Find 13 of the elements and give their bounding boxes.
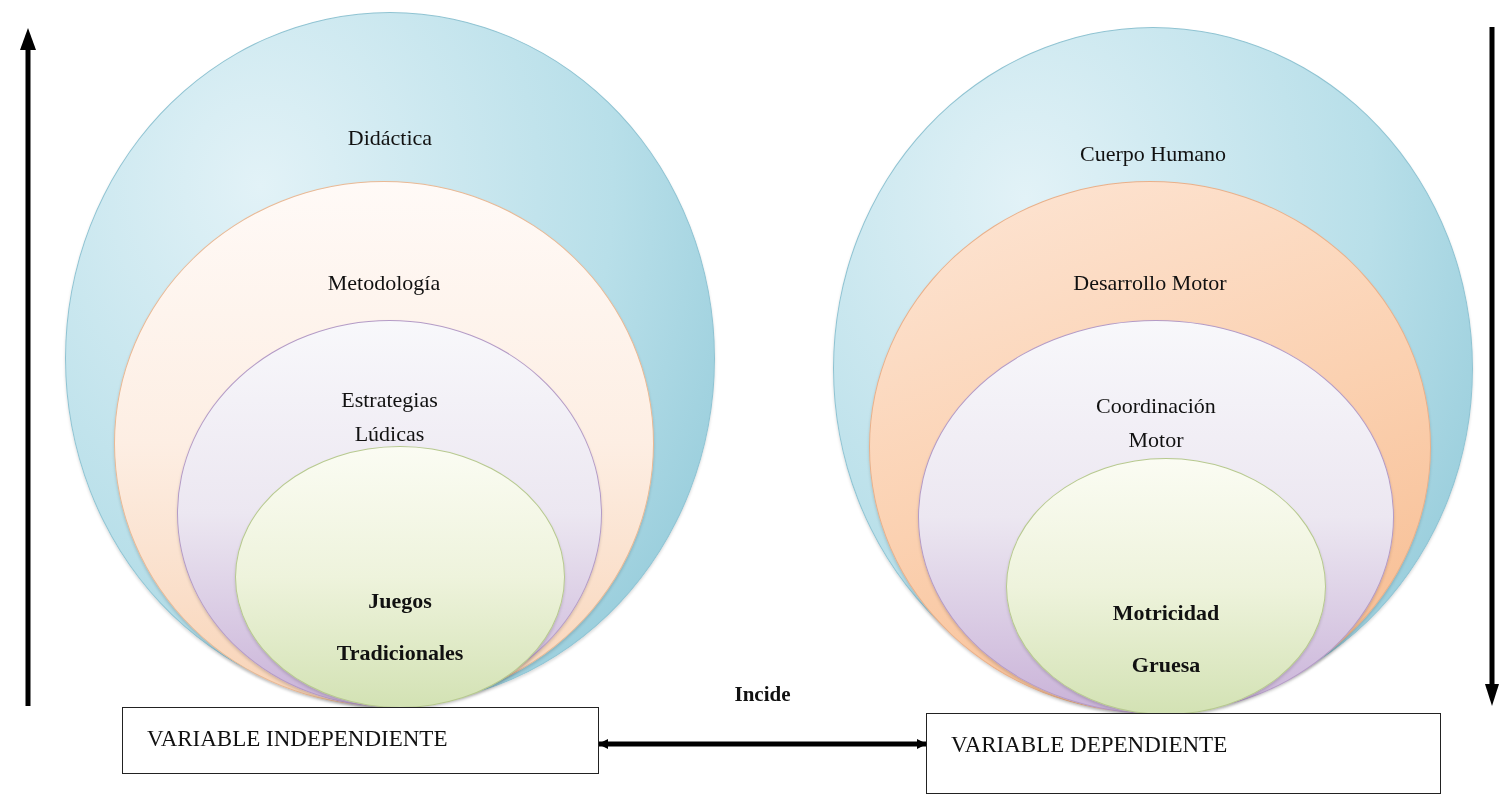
ellipse-label: Motricidad Gruesa [1111, 599, 1221, 679]
box-label: VARIABLE INDEPENDIENTE [147, 726, 448, 752]
ellipse-label: Didáctica [346, 125, 434, 151]
variable-box [926, 713, 1441, 794]
double-arrow [598, 739, 927, 749]
ellipse-label: Coordinación Motor [1095, 392, 1217, 454]
ellipse-label: Cuerpo Humano [1079, 141, 1227, 167]
ellipse-label: Estrategias Lúdicas [340, 386, 439, 448]
ellipse-label: Juegos Tradicionales [335, 587, 465, 667]
ellipse-label: Metodología [326, 270, 442, 296]
ellipse-label: Desarrollo Motor [1072, 270, 1228, 296]
variable-box [122, 707, 599, 774]
box-label: VARIABLE DEPENDIENTE [951, 732, 1228, 758]
